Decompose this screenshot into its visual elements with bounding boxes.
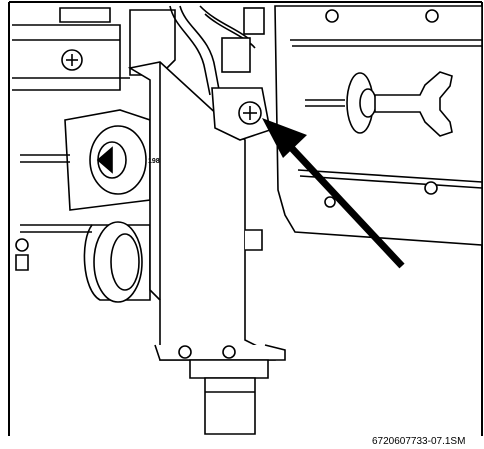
part-mark-label: 198: [148, 158, 160, 165]
drain-knob: [305, 71, 453, 137]
image-code-label: 6720607733-07.1SM: [372, 436, 465, 447]
outlet-pipe: [189, 359, 269, 435]
wire-tubes: [169, 5, 265, 96]
screw-clamp: [211, 87, 271, 141]
callout-arrow: [262, 118, 405, 269]
pipe-assembly: [15, 109, 151, 303]
left-bracket: [12, 7, 176, 91]
